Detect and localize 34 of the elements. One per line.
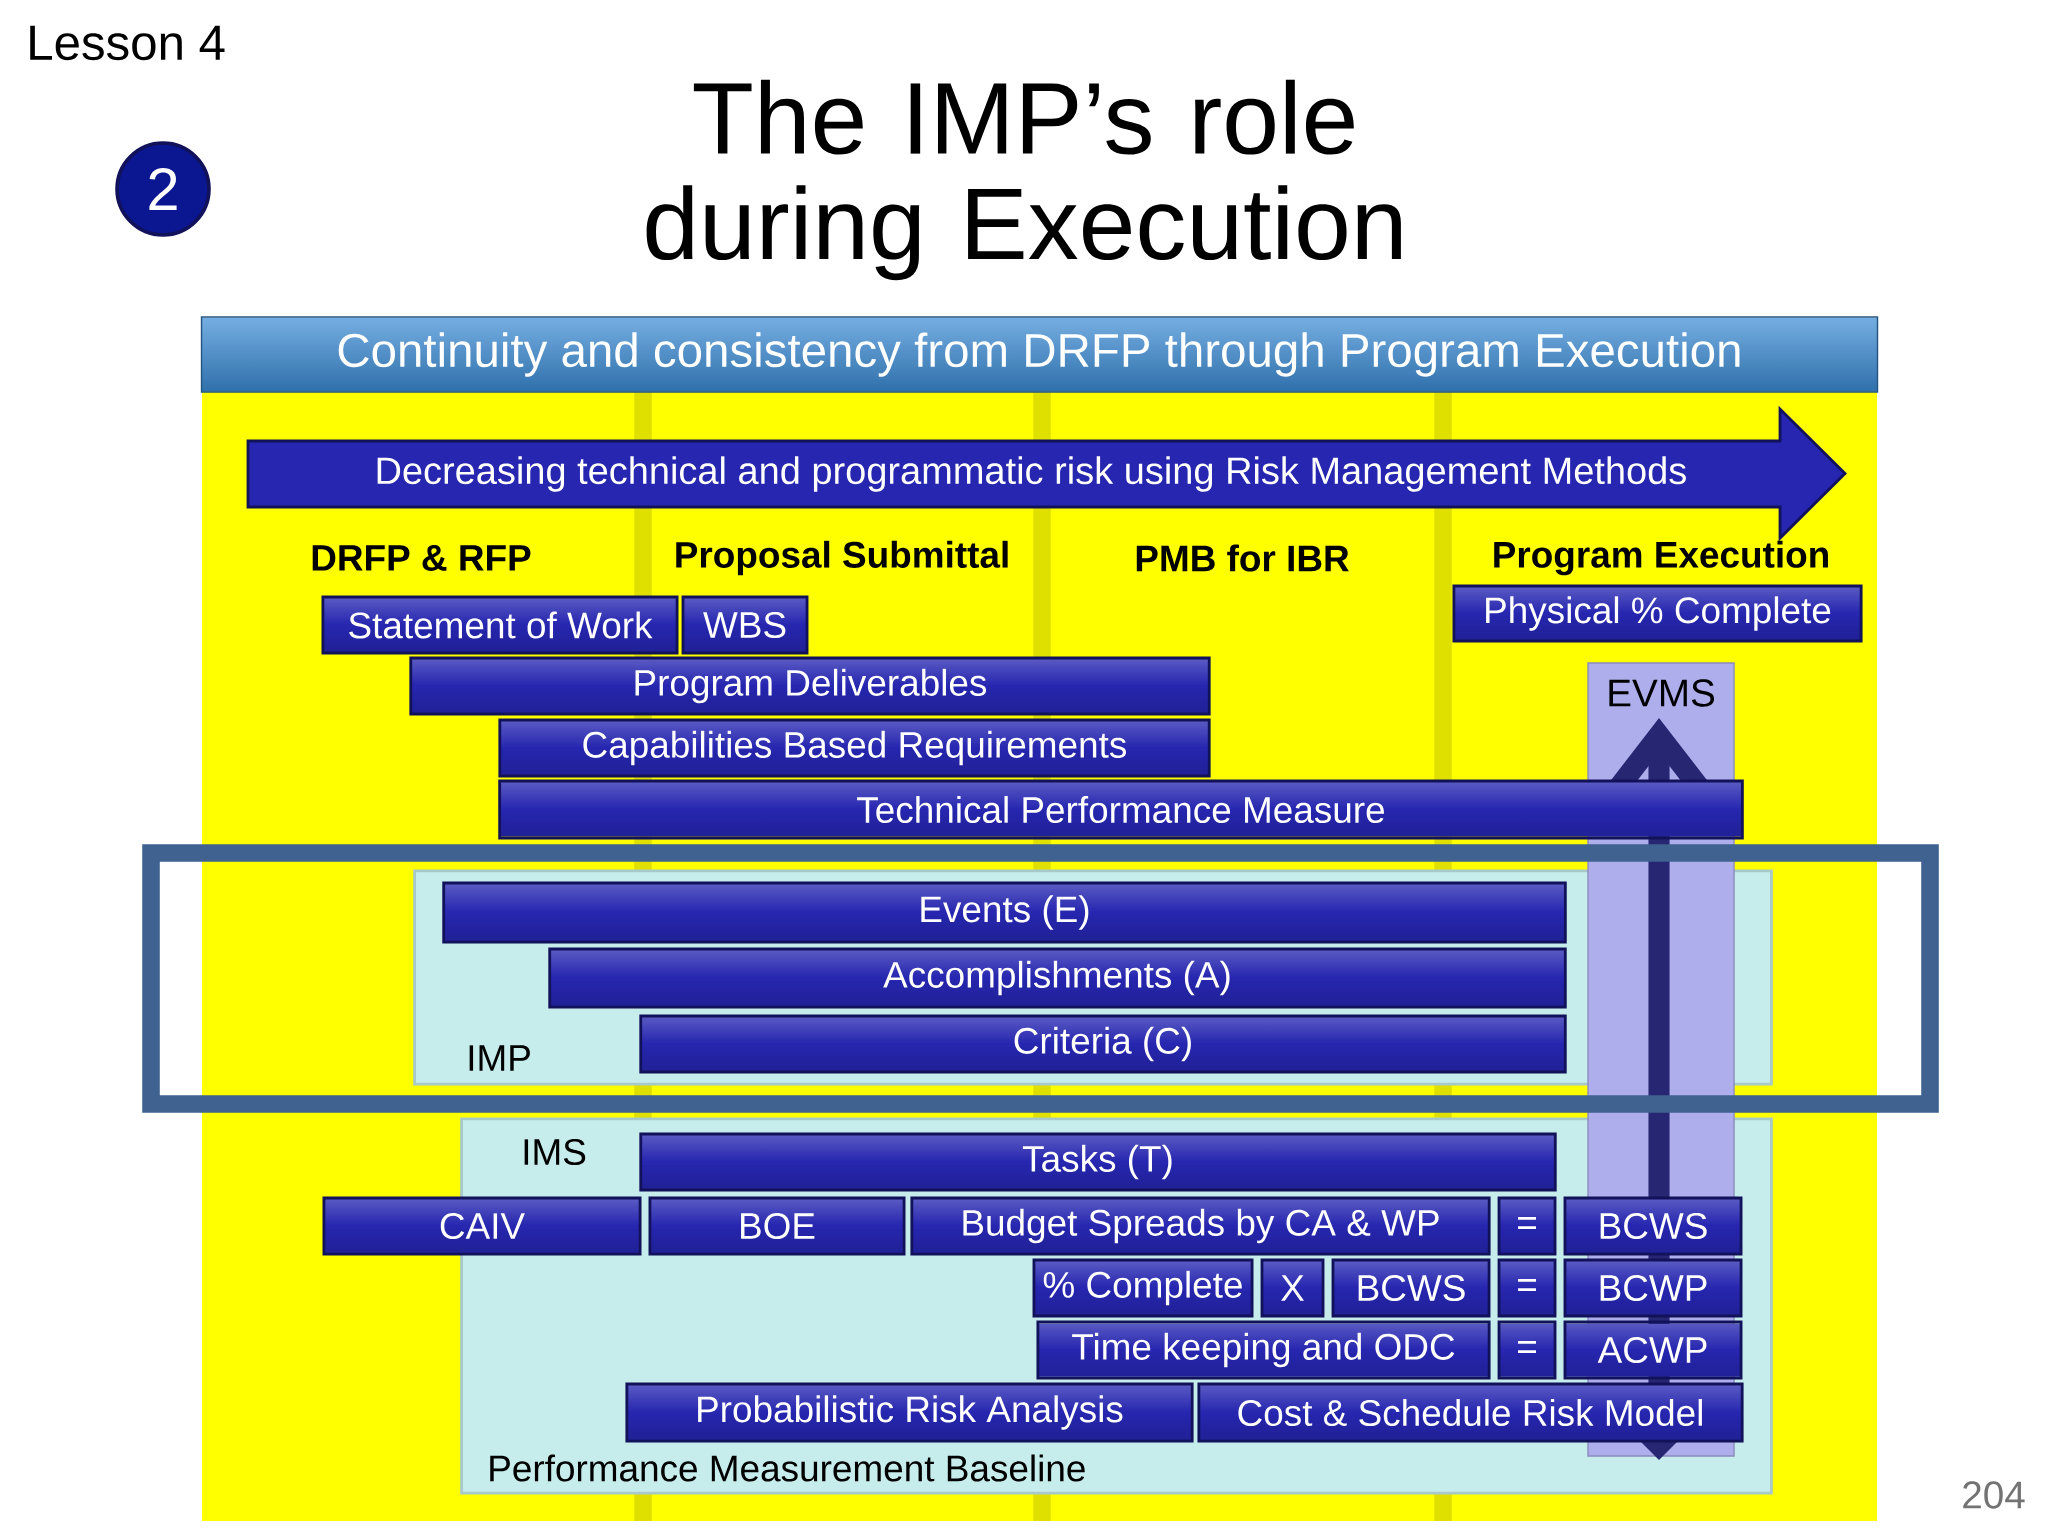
- column-heading: Proposal Submittal: [676, 540, 1008, 576]
- label-box: Events (E): [442, 881, 1567, 944]
- number-badge: 2: [115, 141, 211, 237]
- label-box: Cost & Schedule Risk Model: [1197, 1382, 1744, 1443]
- label-box: Statement of Work: [321, 595, 679, 655]
- label-box: Capabilities Based Requirements: [498, 718, 1211, 778]
- column-heading: PMB for IBR: [1136, 544, 1349, 572]
- label-box: Program Deliverables: [409, 656, 1211, 716]
- label-box: CAIV: [322, 1196, 642, 1256]
- label-box: =: [1497, 1320, 1557, 1380]
- label-box: BCWS: [1563, 1196, 1743, 1256]
- label-box: ACWP: [1563, 1320, 1743, 1380]
- column-heading: Program Execution: [1494, 540, 1828, 576]
- label-box: Physical % Complete: [1452, 584, 1863, 643]
- label-box: =: [1497, 1196, 1557, 1256]
- label-box: Tasks (T): [639, 1132, 1557, 1192]
- label-box: BCWP: [1563, 1258, 1743, 1318]
- label-box: X: [1260, 1258, 1325, 1318]
- label-box: =: [1497, 1258, 1557, 1318]
- column-heading: DRFP & RFP: [312, 545, 531, 571]
- slide-label: Lesson 4: [30, 25, 225, 61]
- label-box: Time keeping and ODC: [1036, 1320, 1491, 1380]
- header-bar: Continuity and consistency from DRFP through Program Execution: [200, 316, 1879, 393]
- label-box: Technical Performance Measure: [498, 779, 1744, 840]
- label-box: Criteria (C): [639, 1014, 1567, 1074]
- page-number: 204: [1963, 1481, 2025, 1509]
- label-box: Budget Spreads by CA & WP: [910, 1196, 1491, 1256]
- label-box: Accomplishments (A): [548, 947, 1567, 1009]
- label-box: % Complete: [1032, 1258, 1254, 1318]
- title: The IMP’s role during Execution: [646, 79, 1401, 281]
- label-box: BCWS: [1331, 1258, 1491, 1318]
- label-box: BOE: [648, 1196, 906, 1256]
- label-box: WBS: [681, 595, 809, 655]
- label-box: Probabilistic Risk Analysis: [625, 1382, 1194, 1443]
